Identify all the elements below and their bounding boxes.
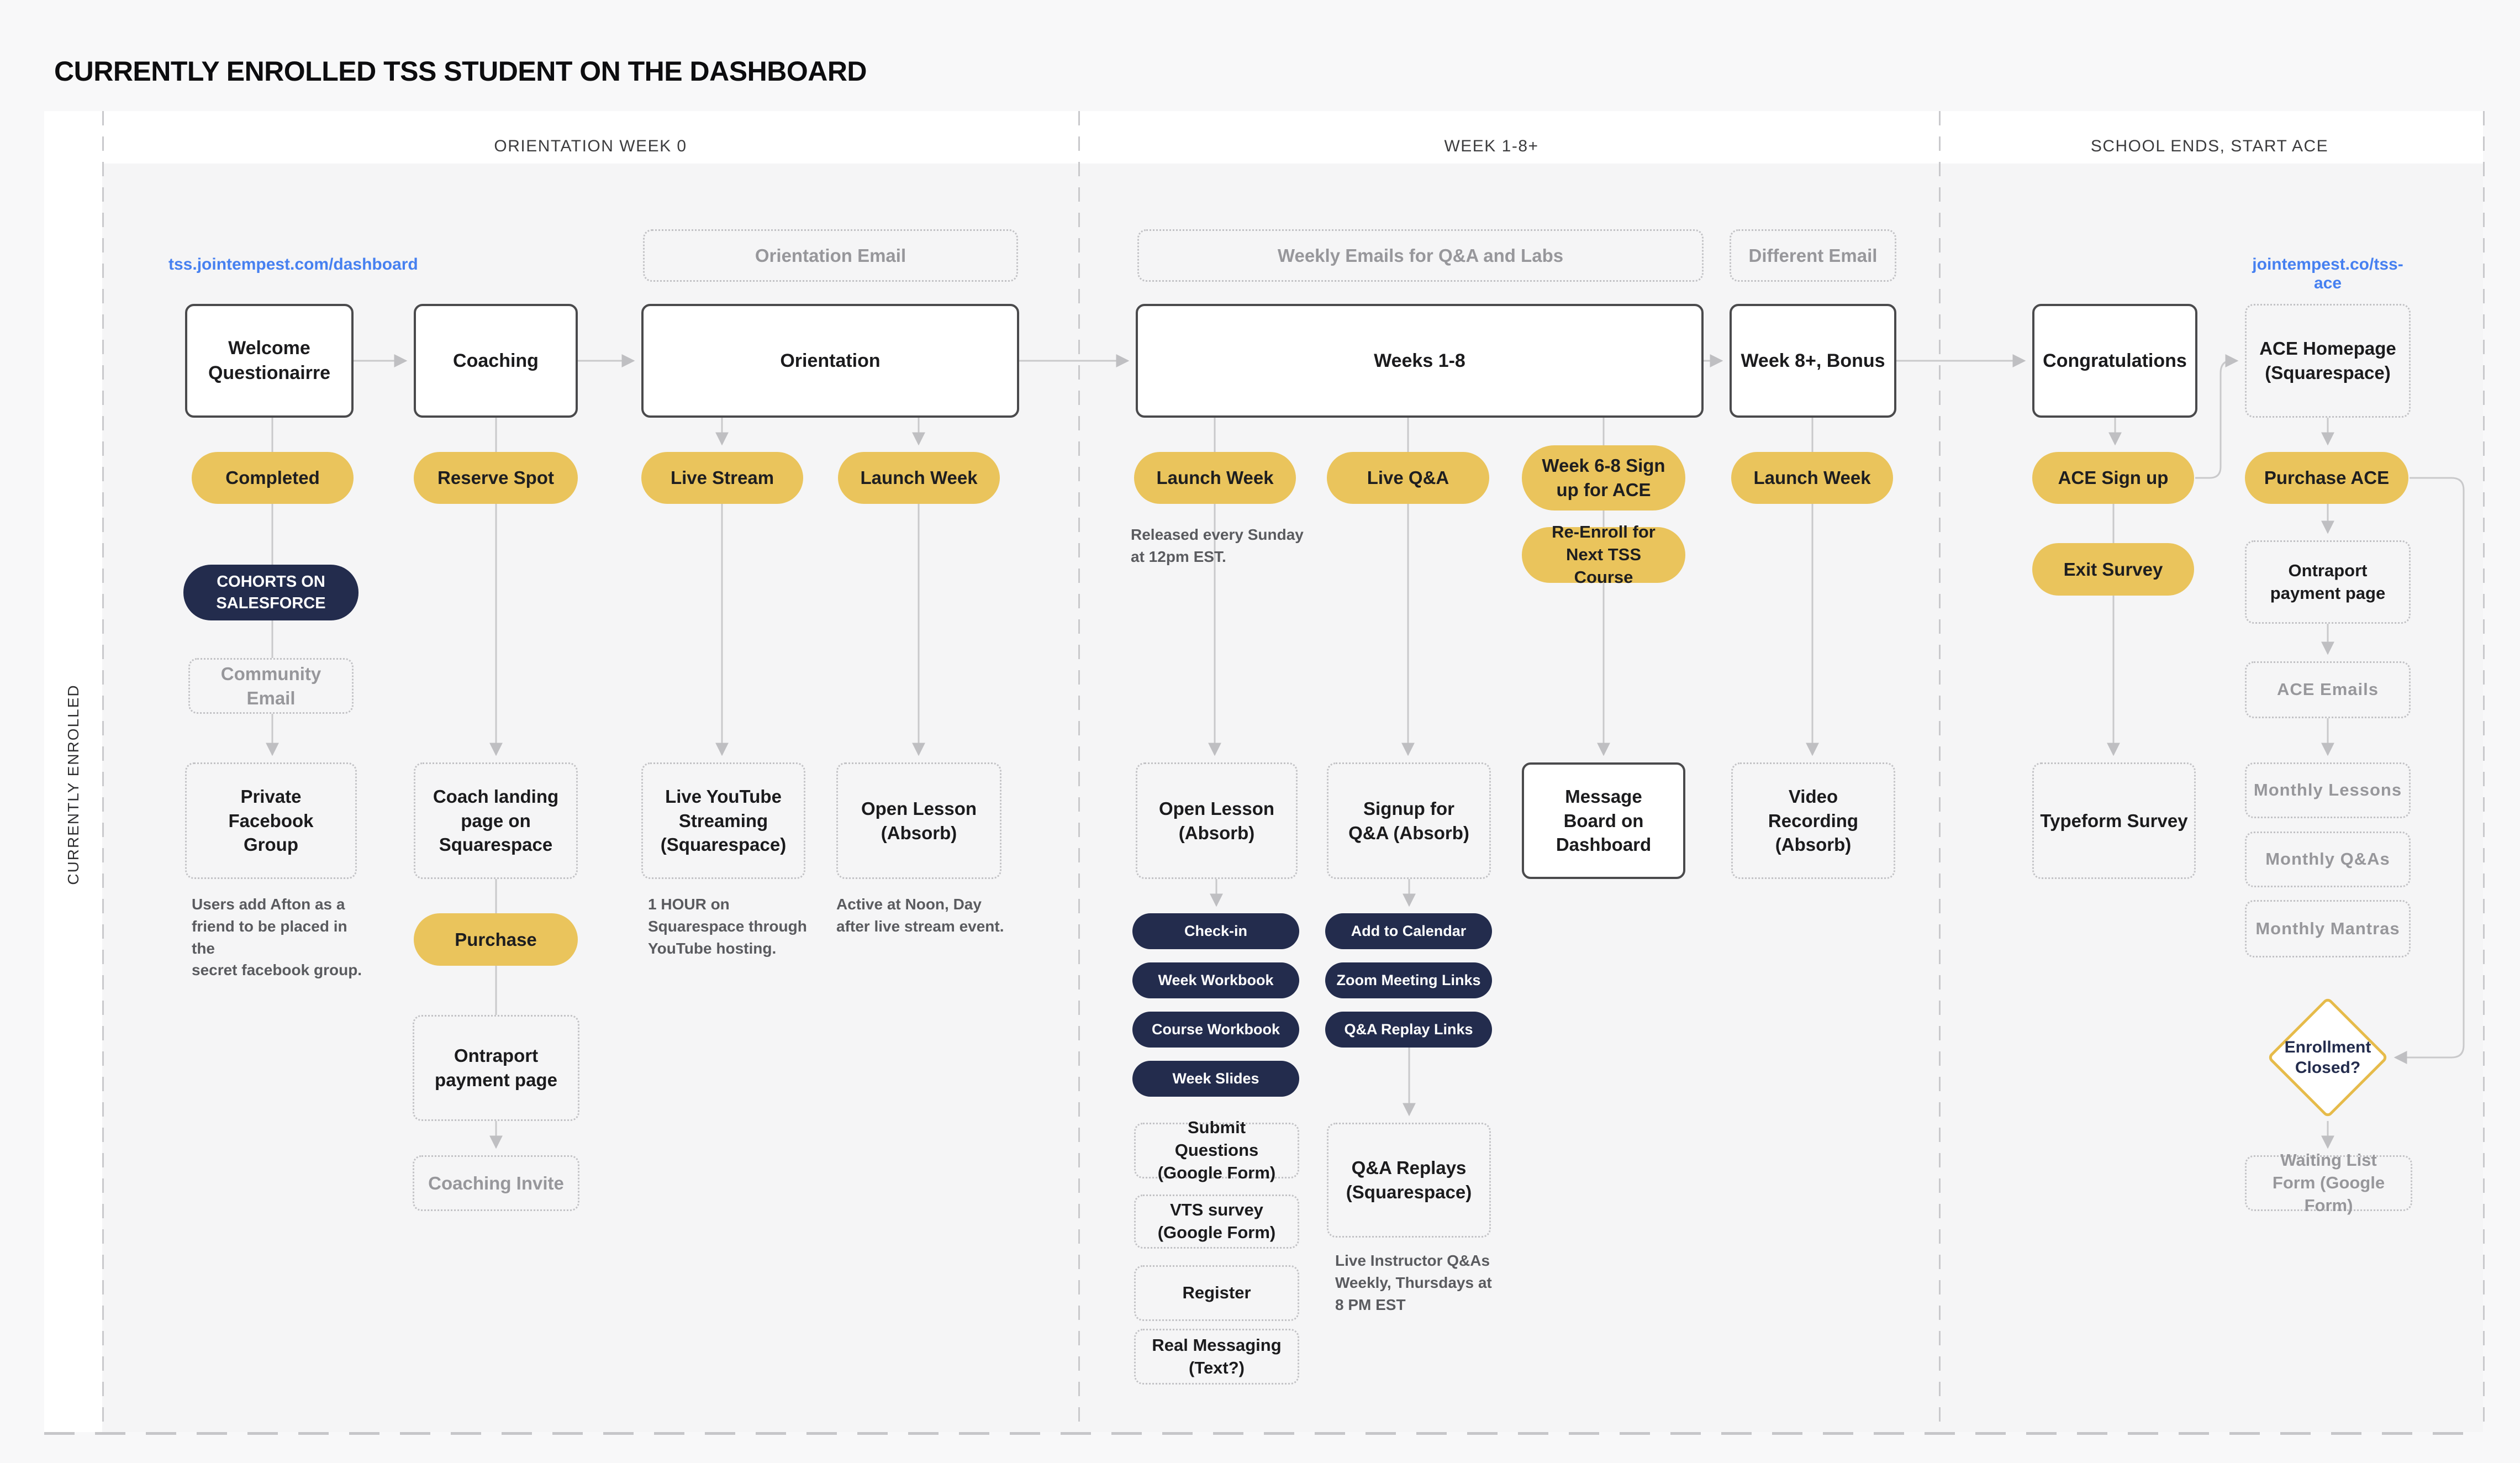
- pill-week-6-8-signup-ace: Week 6-8 Sign up for ACE: [1522, 445, 1685, 511]
- pill-cohorts-salesforce: COHORTS ON SALESFORCE: [183, 565, 359, 620]
- node-message-board: Message Board on Dashboard: [1522, 762, 1685, 879]
- pill-reenroll-tss: Re-Enroll for Next TSS Course: [1522, 522, 1685, 587]
- column-header-orientation: ORIENTATION WEEK 0: [494, 137, 687, 155]
- node-video-recording: Video Recording (Absorb): [1731, 762, 1895, 879]
- pill-launch-week-orientation: Launch Week: [838, 452, 1000, 504]
- node-ace-homepage: ACE Homepage (Squarespace): [2245, 304, 2411, 418]
- node-typeform-survey: Typeform Survey: [2032, 762, 2196, 879]
- pill-add-to-calendar: Add to Calendar: [1325, 913, 1492, 949]
- node-vts-survey: VTS survey (Google Form): [1134, 1194, 1299, 1249]
- node-community-email: Community Email: [188, 658, 354, 714]
- pill-purchase-ace: Purchase ACE: [2245, 452, 2408, 504]
- pill-week-slides: Week Slides: [1132, 1061, 1299, 1097]
- node-submit-questions: Submit Questions (Google Form): [1134, 1118, 1299, 1182]
- pill-zoom-meeting-links: Zoom Meeting Links: [1325, 962, 1492, 998]
- pill-launch-week-b1: Launch Week: [1134, 452, 1296, 504]
- pill-completed: Completed: [192, 452, 354, 504]
- column-divider-3: [2483, 111, 2485, 1432]
- node-waiting-list-form: Waiting List Form (Google Form): [2245, 1150, 2412, 1215]
- node-register: Register: [1134, 1265, 1299, 1321]
- node-ace-emails: ACE Emails: [2245, 661, 2411, 718]
- lane-label: CURRENTLY ENROLLED: [65, 684, 82, 885]
- node-different-email: Different Email: [1730, 229, 1896, 282]
- node-coaching-invite: Coaching Invite: [413, 1155, 579, 1211]
- node-coaching: Coaching: [414, 304, 578, 418]
- pill-live-stream: Live Stream: [641, 452, 803, 504]
- node-monthly-qas: Monthly Q&As: [2245, 832, 2411, 887]
- node-live-youtube-streaming: Live YouTube Streaming (Squarespace): [641, 762, 805, 879]
- column-divider-1: [1078, 111, 1080, 1432]
- node-open-lesson-weeks: Open Lesson (Absorb): [1136, 762, 1298, 879]
- pill-live-qa: Live Q&A: [1327, 452, 1489, 504]
- pill-exit-survey: Exit Survey: [2032, 543, 2194, 596]
- column-divider-2: [1939, 111, 1941, 1432]
- pill-ace-signup: ACE Sign up: [2032, 452, 2194, 504]
- lane-divider: [102, 111, 104, 1432]
- pill-reserve-spot: Reserve Spot: [414, 452, 578, 504]
- node-monthly-mantras: Monthly Mantras: [2245, 900, 2411, 957]
- page-title: CURRENTLY ENROLLED TSS STUDENT ON THE DA…: [54, 56, 867, 87]
- node-private-facebook-group: Private Facebook Group: [185, 762, 357, 879]
- pill-purchase: Purchase: [414, 913, 578, 966]
- node-real-messaging: Real Messaging (Text?): [1134, 1329, 1299, 1385]
- note-afton: Users add Afton as a friend to be placed…: [192, 896, 362, 979]
- lane-strip: [44, 111, 102, 1432]
- decision-enrollment-closed: Enrollment Closed?: [2265, 994, 2391, 1120]
- node-open-lesson-orientation: Open Lesson (Absorb): [836, 762, 1001, 879]
- pill-qa-replay-links: Q&A Replay Links: [1325, 1012, 1492, 1048]
- node-monthly-lessons: Monthly Lessons: [2245, 762, 2411, 818]
- pill-check-in: Check-in: [1132, 913, 1299, 949]
- node-coach-landing-page: Coach landing page on Squarespace: [414, 762, 578, 879]
- node-orientation-email: Orientation Email: [643, 229, 1018, 282]
- node-week-8-bonus: Week 8+, Bonus: [1730, 304, 1896, 418]
- node-ontraport-payment-c: Ontraport payment page: [2245, 540, 2411, 624]
- pill-launch-week-b2: Launch Week: [1731, 452, 1893, 504]
- pill-course-workbook: Course Workbook: [1132, 1012, 1299, 1048]
- column-header-week18: WEEK 1-8+: [1444, 137, 1539, 155]
- dashboard-link[interactable]: tss.jointempest.com/dashboard: [168, 255, 418, 273]
- note-released-sunday: Released every Sunday at 12pm EST.: [1131, 526, 1304, 565]
- ace-link[interactable]: jointempest.co/tss-ace: [2252, 255, 2403, 292]
- node-ontraport-payment-a: Ontraport payment page: [413, 1015, 579, 1121]
- node-congratulations: Congratulations: [2032, 304, 2197, 418]
- header-band: [44, 111, 2483, 164]
- node-welcome-questionnaire: Welcome Questionairre: [185, 304, 354, 418]
- node-qa-replays: Q&A Replays (Squarespace): [1327, 1123, 1491, 1238]
- note-one-hour: 1 HOUR on Squarespace through YouTube ho…: [648, 896, 807, 957]
- column-header-school-ends: SCHOOL ENDS, START ACE: [2090, 137, 2329, 155]
- node-signup-for-qa: Signup for Q&A (Absorb): [1327, 762, 1491, 879]
- node-weeks-1-8: Weeks 1-8: [1136, 304, 1704, 418]
- pill-week-workbook: Week Workbook: [1132, 962, 1299, 998]
- note-live-instructor: Live Instructor Q&As Weekly, Thursdays a…: [1335, 1252, 1492, 1313]
- node-weekly-emails: Weekly Emails for Q&A and Labs: [1137, 229, 1704, 282]
- bottom-divider: [44, 1432, 2483, 1435]
- node-orientation: Orientation: [641, 304, 1019, 418]
- note-active-noon: Active at Noon, Day after live stream ev…: [836, 896, 1004, 935]
